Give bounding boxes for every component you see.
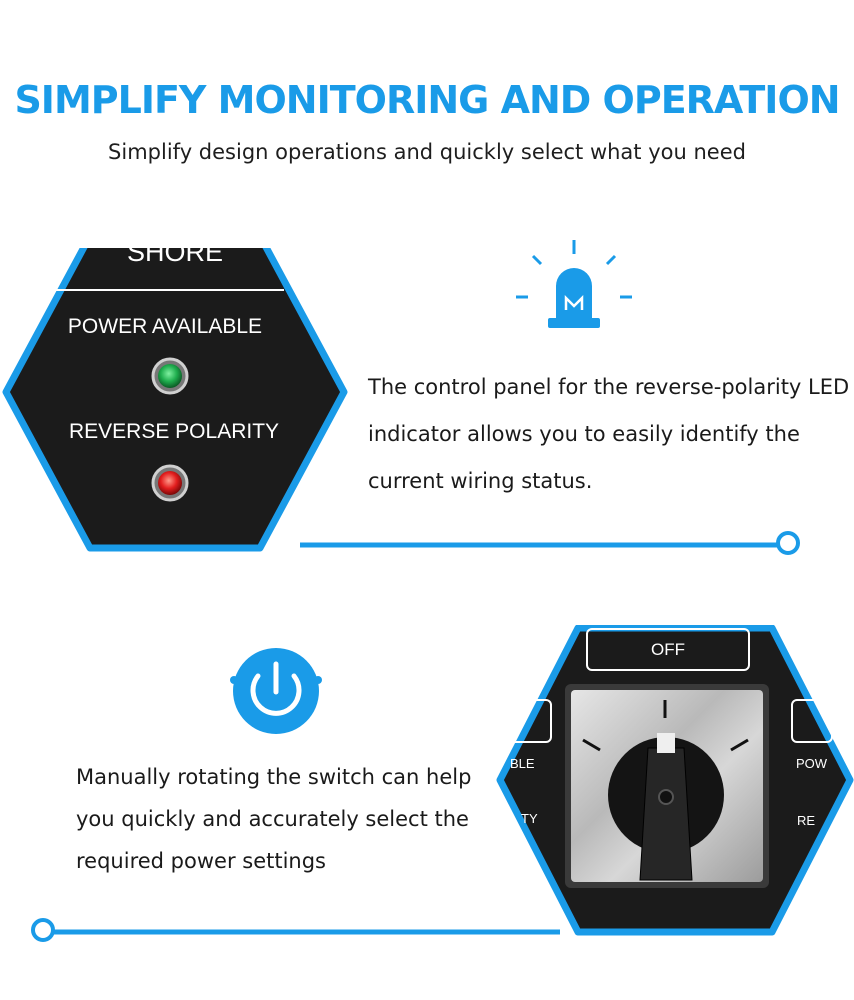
switch-description: Manually rotating the switch can help yo… bbox=[76, 765, 472, 873]
reverse-polarity-label: REVERSE POLARITY bbox=[69, 420, 279, 443]
indicator-description: The control panel for the reverse-polari… bbox=[368, 375, 850, 493]
beacon-light-icon bbox=[516, 240, 632, 328]
left-bottom-label: TY bbox=[521, 811, 538, 826]
power-available-led bbox=[151, 357, 189, 395]
off-label: OFF bbox=[651, 640, 685, 659]
connector-line-1 bbox=[300, 531, 800, 555]
left-top-label: BLE bbox=[510, 756, 535, 771]
right-bottom-label: RE bbox=[797, 813, 815, 828]
rotary-knob[interactable] bbox=[608, 733, 724, 881]
shore-label: SHORE bbox=[127, 237, 223, 267]
power-available-label: POWER AVAILABLE bbox=[68, 315, 262, 338]
power-button-icon bbox=[230, 648, 322, 734]
indicator-hexagon bbox=[2, 248, 348, 552]
off-label-frame bbox=[586, 628, 750, 671]
page-subtitle: Simplify design operations and quickly s… bbox=[108, 140, 746, 164]
connector-line-2 bbox=[31, 918, 560, 942]
page-title: SIMPLIFY MONITORING AND OPERATION bbox=[14, 78, 840, 122]
right-top-label: POW bbox=[796, 756, 828, 771]
left-label-frame bbox=[504, 699, 552, 743]
right-label-frame bbox=[791, 699, 833, 743]
reverse-polarity-led bbox=[151, 464, 189, 502]
